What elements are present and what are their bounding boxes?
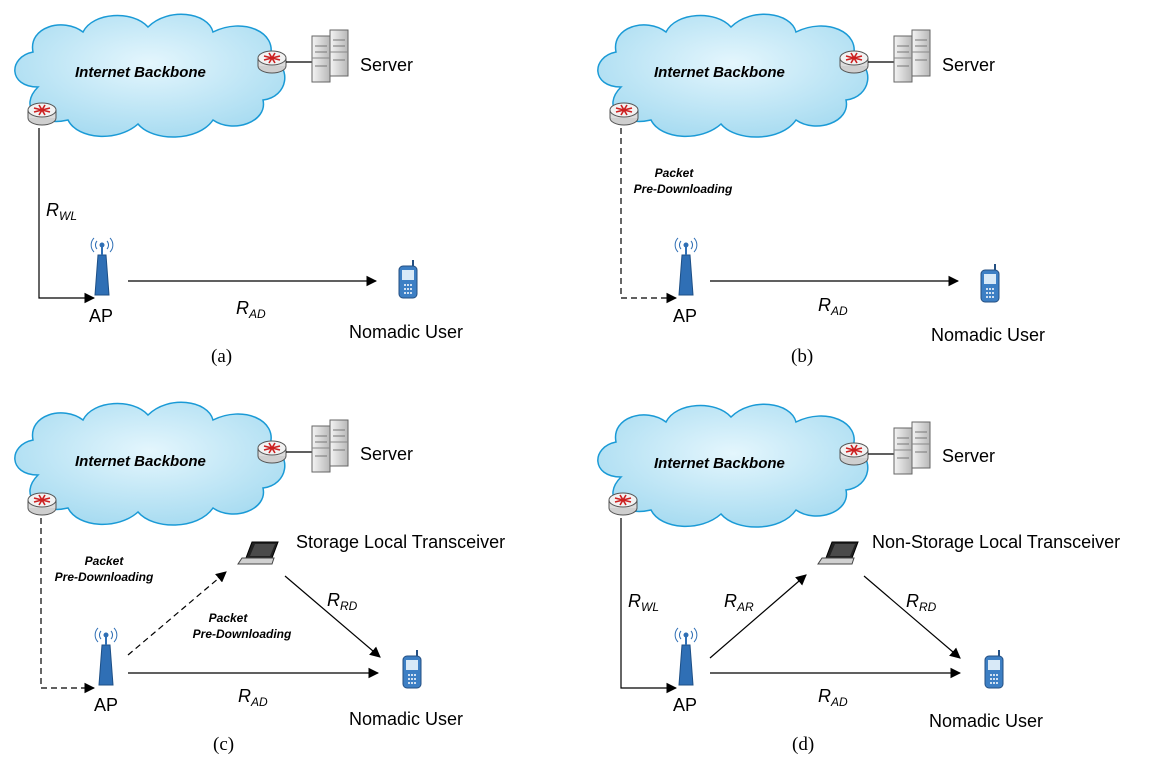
relay-user-link: [863, 575, 961, 659]
server-icon: [311, 419, 349, 473]
pre-download-link: [40, 518, 96, 694]
ap-label: AP: [94, 695, 118, 715]
ap-antenna-icon: [674, 627, 698, 686]
cloud-label: Internet Backbone: [654, 64, 785, 81]
phone-icon: [984, 649, 1004, 689]
backhaul-link: [620, 518, 678, 694]
cloud-label: Internet Backbone: [75, 453, 206, 470]
backhaul-link: [38, 128, 96, 304]
rate-ad-label: RAD: [818, 295, 848, 318]
panel-caption: (a): [211, 346, 232, 367]
phone-icon: [398, 259, 418, 299]
ap-label: AP: [89, 306, 113, 326]
packet-note-line2: Pre-Downloading: [55, 570, 154, 584]
ap-antenna-icon: [90, 237, 114, 296]
rate-wl-label: RWL: [46, 200, 77, 223]
cloud-label: Internet Backbone: [654, 455, 785, 472]
rate-rd-label: RRD: [327, 590, 358, 613]
server-icon: [311, 29, 349, 83]
ap-relay-link: [127, 571, 227, 656]
relay-label: Non-Storage Local Transceiver: [872, 532, 1120, 552]
gateway-router-icon: [27, 492, 57, 516]
gateway-router-icon: [27, 102, 57, 126]
ap-relay-link: [709, 574, 807, 659]
ap-antenna-icon: [94, 627, 118, 686]
relay-user-link: [284, 575, 381, 658]
panel-c: Internet Backbone Server Packet Pre-Down…: [14, 401, 505, 755]
server-router-icon: [839, 50, 869, 74]
user-label: Nomadic User: [349, 322, 463, 342]
panel-caption: (d): [792, 734, 814, 755]
laptop-icon: [817, 541, 859, 565]
relay-label: Storage Local Transceiver: [296, 532, 505, 552]
ap-antenna-icon: [674, 237, 698, 296]
rate-ad-label: RAD: [236, 298, 266, 321]
ap-label: AP: [673, 306, 697, 326]
cloud-label: Internet Backbone: [75, 64, 206, 81]
rate-ad-label: RAD: [818, 686, 848, 709]
panel-b: Internet Backbone Server Packet Pre-Down…: [597, 13, 1045, 367]
ap-label: AP: [673, 695, 697, 715]
gateway-router-icon: [609, 102, 639, 126]
relay-note-line1: Packet: [209, 611, 249, 625]
server-router-icon: [839, 442, 869, 466]
phone-icon: [402, 649, 422, 689]
user-label: Nomadic User: [931, 325, 1045, 345]
gateway-router-icon: [608, 492, 638, 516]
packet-note-line2: Pre-Downloading: [634, 182, 733, 196]
panel-a: Internet Backbone Server RWL AP RAD Noma…: [14, 13, 463, 367]
rate-ad-label: RAD: [238, 686, 268, 709]
panel-d: Internet Backbone Server RWL Non-Storage…: [597, 403, 1120, 755]
server-label: Server: [360, 55, 413, 75]
server-label: Server: [360, 444, 413, 464]
server-label: Server: [942, 55, 995, 75]
packet-note-line1: Packet: [655, 166, 695, 180]
server-icon: [893, 29, 931, 83]
pre-download-link: [620, 128, 678, 304]
relay-note-line2: Pre-Downloading: [193, 627, 292, 641]
panel-caption: (c): [213, 734, 234, 755]
packet-note-line1: Packet: [85, 554, 125, 568]
phone-icon: [980, 263, 1000, 303]
server-icon: [893, 421, 931, 475]
server-router-icon: [257, 50, 287, 74]
laptop-icon: [237, 541, 279, 565]
panel-caption: (b): [791, 346, 813, 367]
server-router-icon: [257, 440, 287, 464]
user-label: Nomadic User: [349, 709, 463, 729]
rate-ar-label: RAR: [724, 591, 754, 614]
server-label: Server: [942, 446, 995, 466]
rate-rd-label: RRD: [906, 591, 937, 614]
rate-wl-label: RWL: [628, 591, 659, 614]
user-label: Nomadic User: [929, 711, 1043, 731]
